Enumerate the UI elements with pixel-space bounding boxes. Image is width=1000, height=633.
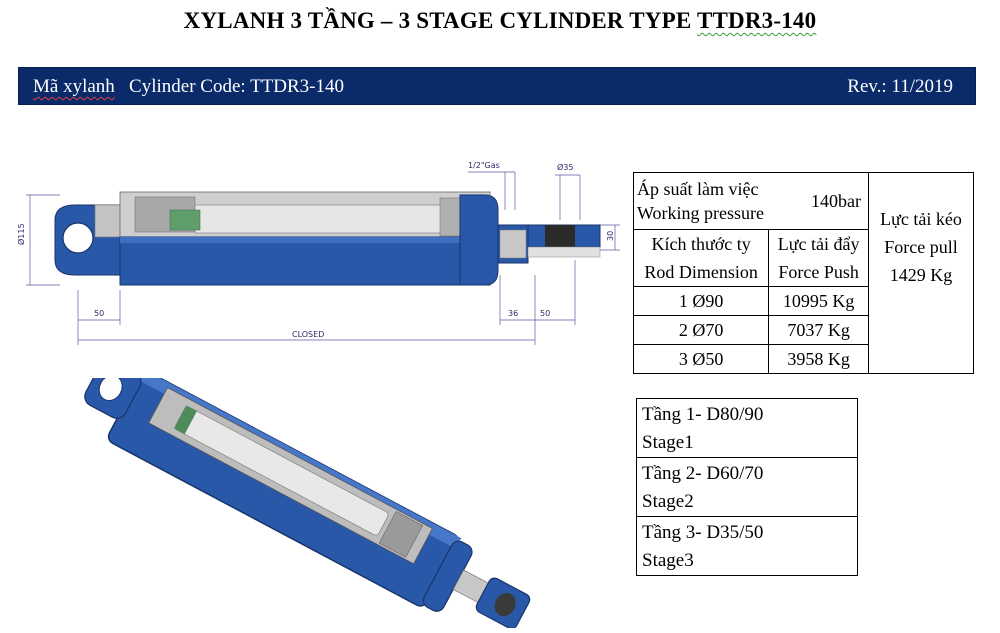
dim-50-left-label: 50 (94, 309, 104, 318)
header-banner: Mã xylanh Cylinder Code: TTDR3-140 Rev.:… (18, 67, 976, 105)
table-row: Tầng 3- D35/50 Stage3 (636, 516, 858, 576)
stage-en: Stage3 (642, 550, 694, 571)
rod-stage-cell: 2 Ø70 (632, 315, 770, 345)
rod-dimension-en: Rod Dimension (644, 262, 758, 282)
force-push-cell: 7037 Kg (768, 315, 869, 345)
title-prefix: XYLANH 3 TẦNG – 3 STAGE CYLINDER TYPE (183, 8, 697, 33)
rod-dimension-vi: Kích thước ty (651, 234, 751, 254)
stage-vi: Tầng 2- D60/70 (642, 463, 764, 484)
force-pull-en: Force pull (884, 237, 958, 257)
stage-cell: Tầng 2- D60/70 Stage2 (636, 457, 858, 517)
force-push-vi: Lực tải đẩy (777, 234, 860, 254)
cylinder-3d-render (84, 378, 531, 628)
force-push-en: Force Push (778, 262, 859, 282)
working-pressure-value: 140bar (811, 191, 861, 211)
force-pull-value: 1429 Kg (889, 265, 953, 285)
dim-gas-label: 1/2"Gas (468, 161, 500, 170)
stage-cell: Tầng 3- D35/50 Stage3 (636, 516, 858, 576)
dim-bore-label: Ø35 (557, 162, 573, 172)
cylinder-code: Mã xylanh Cylinder Code: TTDR3-140 (33, 76, 344, 98)
rod-dimension-header: Kích thước ty Rod Dimension (632, 229, 770, 287)
cylinder-code-vi: Mã xylanh (33, 76, 115, 97)
cylinder-code-en: Cylinder Code: TTDR3-140 (129, 76, 345, 97)
stage-vi: Tầng 3- D35/50 (642, 522, 764, 543)
cylinder-technical-drawing: 1/2"Gas Ø35 Ø115 30 50 36 50 CLOSED (16, 161, 620, 345)
rod-stage-cell: 1 Ø90 (632, 286, 770, 316)
stage-en: Stage1 (642, 432, 694, 453)
stage-cell: Tầng 1- D80/90 Stage1 (636, 398, 858, 458)
rod-stage-cell: 3 Ø50 (632, 344, 770, 374)
dim-closed-label: CLOSED (292, 330, 324, 339)
working-pressure-en: Working pressure (637, 203, 765, 223)
force-push-cell: 3958 Kg (768, 344, 869, 374)
dim-36-label: 36 (508, 309, 518, 318)
table-row: Tầng 1- D80/90 Stage1 (636, 398, 858, 458)
working-pressure-cell: Áp suất làm việc Working pressure 140bar (633, 172, 869, 230)
force-push-header: Lực tải đẩy Force Push (768, 229, 869, 287)
table-row: 3 Ø50 3958 Kg (632, 344, 974, 374)
dim-diameter-label: Ø115 (16, 223, 26, 245)
stage-en: Stage2 (642, 491, 694, 512)
stage-vi: Tầng 1- D80/90 (642, 404, 764, 425)
dim-30-label: 30 (606, 231, 615, 241)
force-pull-cell: Lực tải kéo Force pull 1429 Kg (868, 172, 974, 374)
dim-50-right-label: 50 (540, 309, 550, 318)
title-code: TTDR3-140 (696, 8, 817, 33)
force-pull-vi: Lực tải kéo (880, 209, 962, 229)
table-row: 1 Ø90 10995 Kg (632, 286, 974, 316)
table-row: Tầng 2- D60/70 Stage2 (636, 457, 858, 517)
page-title: XYLANH 3 TẦNG – 3 STAGE CYLINDER TYPE TT… (0, 8, 1000, 34)
stages-table: Tầng 1- D80/90 Stage1 Tầng 2- D60/70 Sta… (636, 398, 858, 576)
force-push-cell: 10995 Kg (768, 286, 869, 316)
working-pressure-vi: Áp suất làm việc (637, 179, 759, 199)
revision-label: Rev.: 11/2019 (847, 76, 953, 97)
spec-table: Áp suất làm việc Working pressure 140bar… (632, 172, 974, 374)
